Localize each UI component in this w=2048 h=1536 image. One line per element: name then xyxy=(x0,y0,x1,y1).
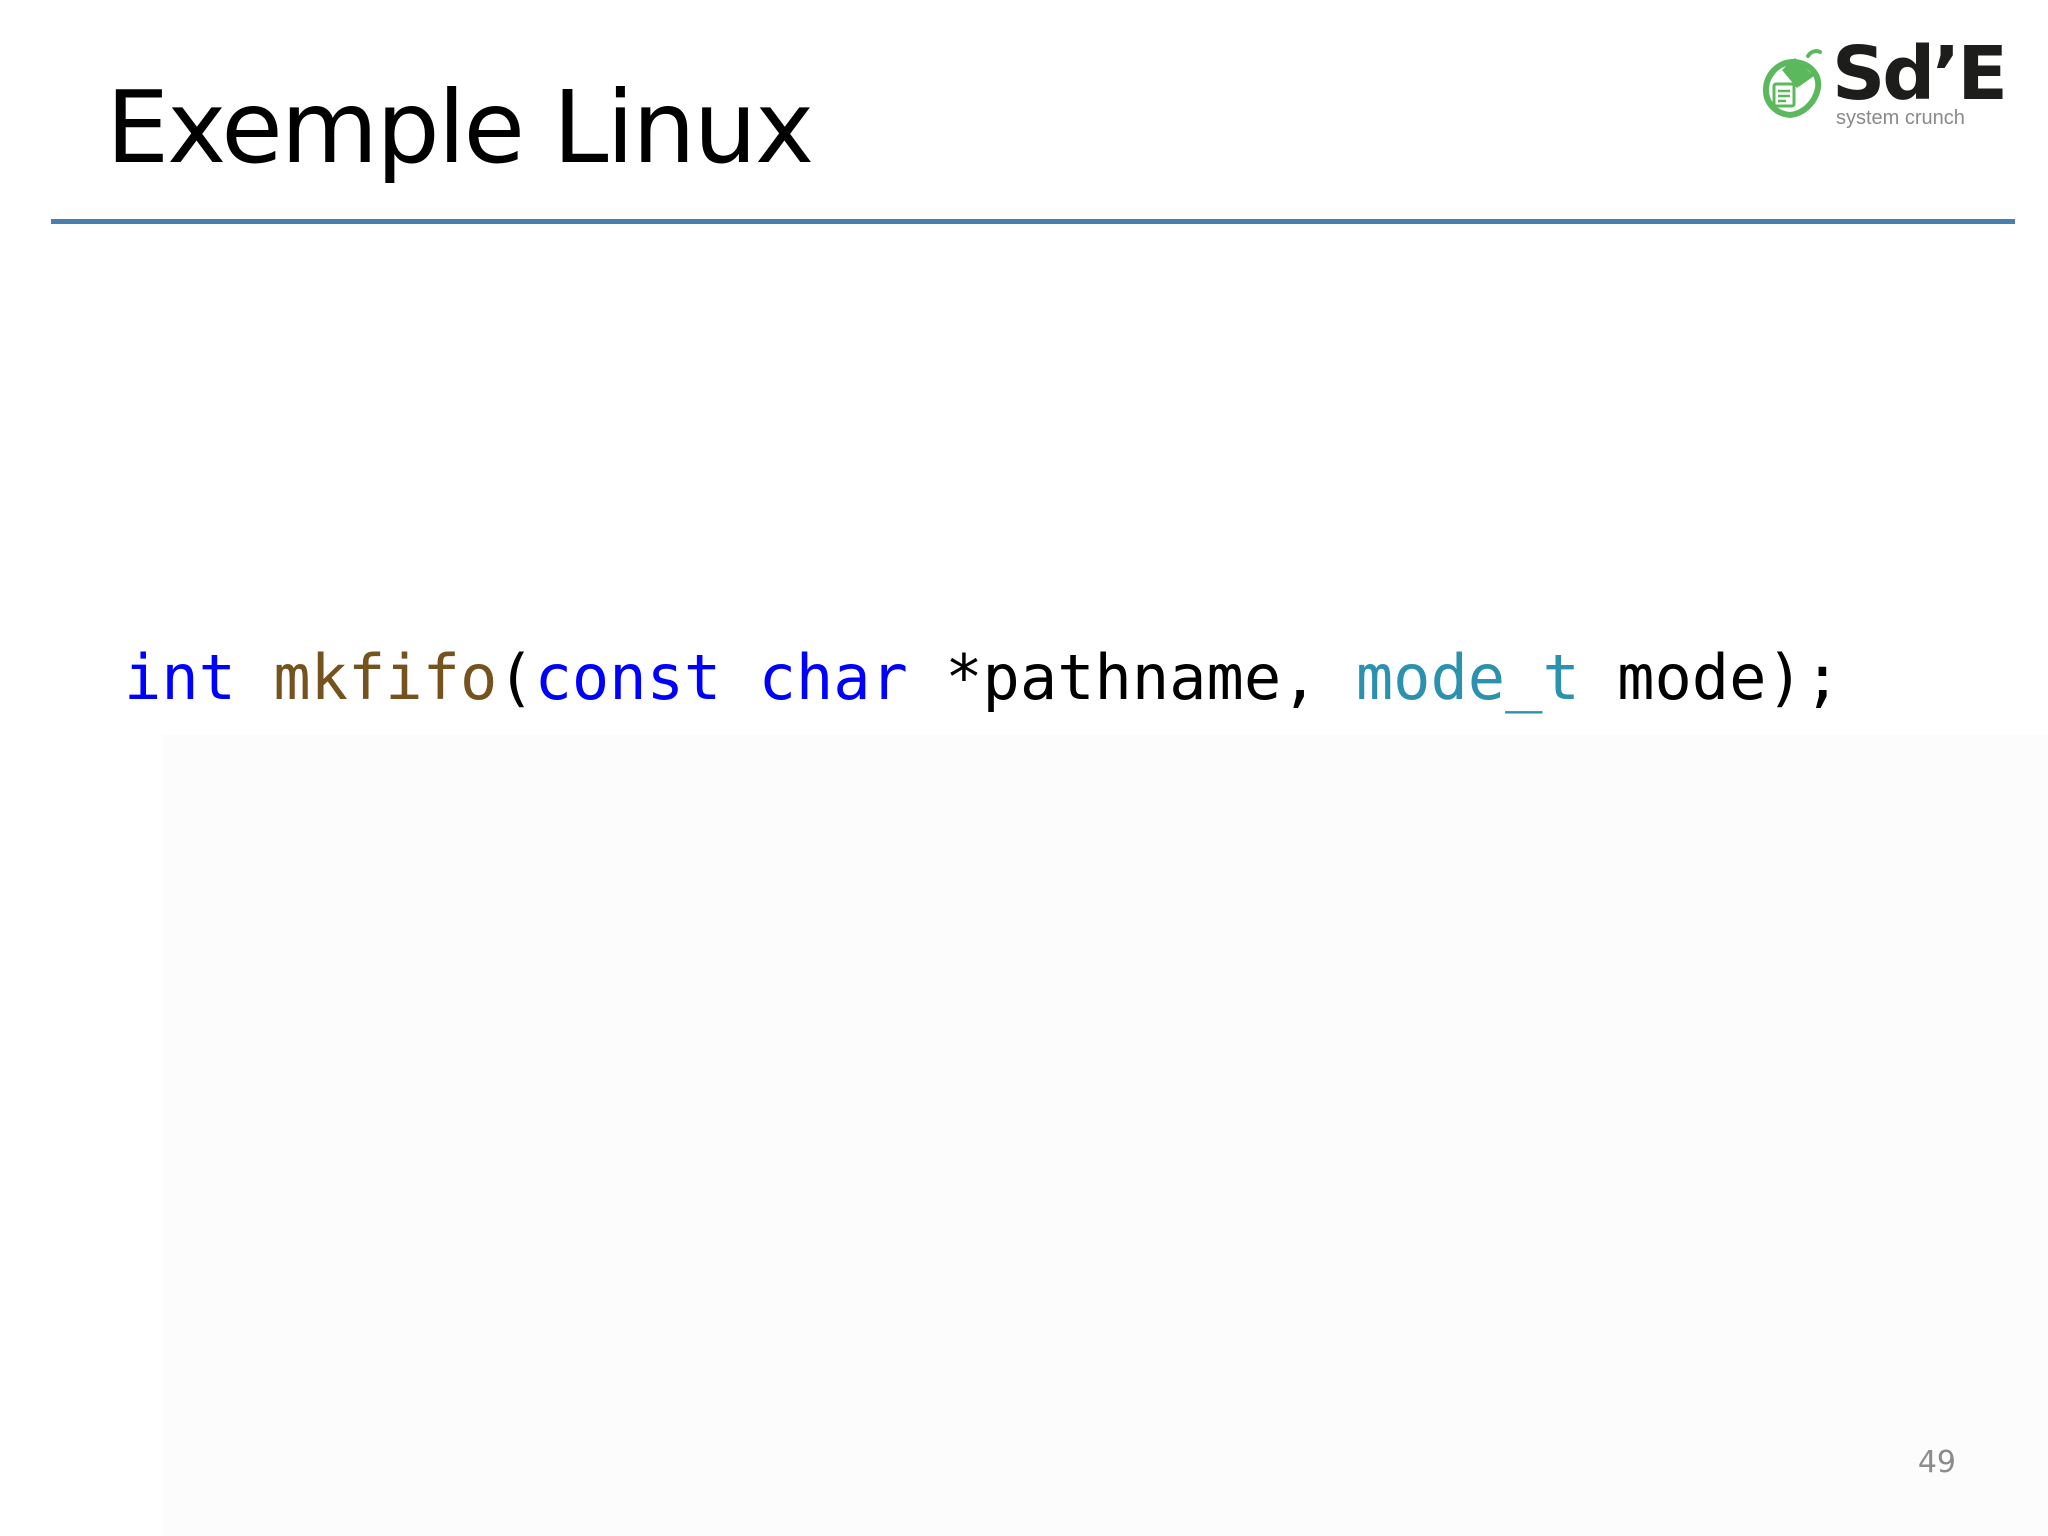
brand-logo: Sd’E system crunch xyxy=(1756,31,2016,140)
slide-title: Exemple Linux xyxy=(106,69,814,186)
page-number: 49 xyxy=(1917,1445,1956,1480)
code-token-plain: *pathname, xyxy=(907,641,1356,714)
logo-wordmark: Sd’E xyxy=(1832,31,2008,117)
logo-tagline: system crunch xyxy=(1836,107,1965,129)
code-token-keyword: const xyxy=(534,641,722,714)
title-divider xyxy=(51,219,2015,224)
code-token-plain: ( xyxy=(497,641,535,714)
code-token-plain xyxy=(721,641,758,714)
code-background-panel xyxy=(162,735,2048,1536)
code-token-keyword: int xyxy=(124,641,236,714)
acorn-document-icon xyxy=(1762,49,1822,118)
code-token-func: mkfifo xyxy=(273,641,498,714)
code-token-keyword: char xyxy=(758,641,908,714)
code-signature: int mkfifo(const char *pathname, mode_t … xyxy=(124,638,1841,718)
code-token-type: mode_t xyxy=(1355,641,1580,714)
code-token-plain: mode); xyxy=(1579,641,1842,714)
code-token-plain xyxy=(236,641,273,714)
